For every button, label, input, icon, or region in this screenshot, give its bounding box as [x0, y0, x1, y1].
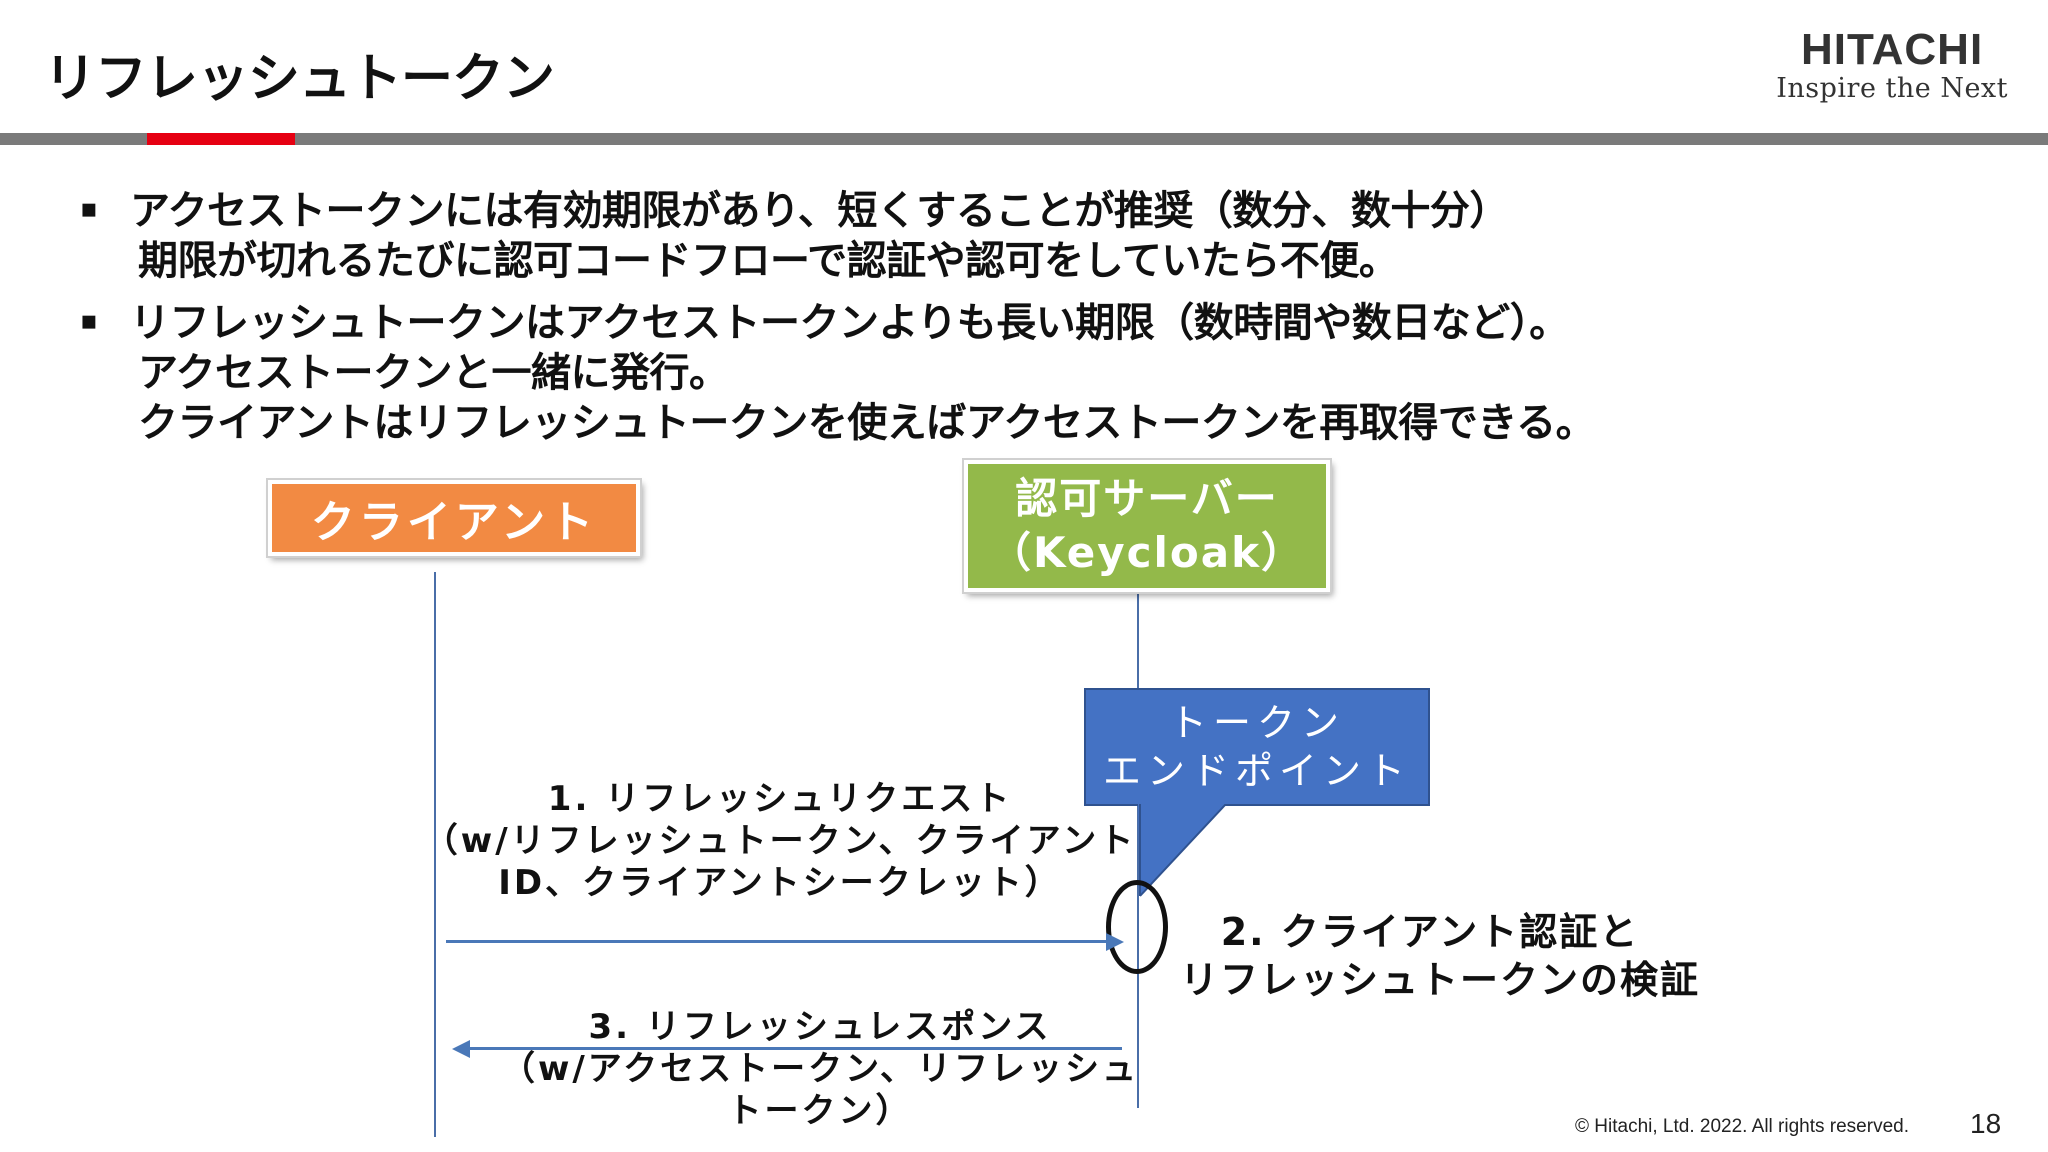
- bullet-item: ▪ アクセストークンには有効期限があり、短くすることが推奨（数分、数十分） 期限…: [80, 186, 1960, 286]
- brand-name: HITACHI: [1801, 25, 1984, 74]
- hitachi-logo: HITACHI Inspire the Next: [1776, 28, 2008, 106]
- bullet-line: リフレッシュトークンはアクセストークンよりも長い期限（数時間や数日など）。: [130, 300, 1569, 346]
- refresh-request-arrowhead: [1106, 933, 1124, 951]
- bullet-marker: ▪: [80, 306, 98, 336]
- refresh-response-arrowhead: [452, 1040, 470, 1058]
- client-lifeline: [434, 572, 436, 1137]
- refresh-response-label: 3. リフレッシュレスポンス （w/アクセストークン、リフレッシュ トークン）: [500, 1006, 1140, 1132]
- bullet-line: クライアントはリフレッシュトークンを使えばアクセストークンを再取得できる。: [138, 400, 1596, 446]
- callout-line: トークン: [1168, 701, 1345, 745]
- token-endpoint-callout: トークン エンドポイント: [1084, 688, 1430, 806]
- callout-line: エンドポイント: [1102, 749, 1411, 793]
- header-rule: [0, 133, 2048, 145]
- response-label-line: （w/アクセストークン、リフレッシュ: [500, 1049, 1140, 1089]
- request-label-line: 1. リフレッシュリクエスト: [547, 779, 1013, 819]
- refresh-request-label: 1. リフレッシュリクエスト （w/リフレッシュトークン、クライアント ID、ク…: [420, 778, 1140, 904]
- bullet-line: 期限が切れるたびに認可コードフローで認証や認可をしていたら不便。: [138, 238, 1399, 284]
- callout-pointer: [1138, 804, 1227, 897]
- refresh-request-arrow: [446, 940, 1106, 943]
- brand-tagline: Inspire the Next: [1776, 73, 2008, 104]
- bullet-marker: ▪: [80, 194, 98, 224]
- page-number: 18: [1970, 1108, 2002, 1139]
- response-label-line: 3. リフレッシュレスポンス: [588, 1007, 1052, 1047]
- verify-label-line: リフレッシュトークンの検証: [1180, 958, 1701, 1002]
- auth-server-label: 認可サーバー: [1015, 474, 1279, 523]
- header-rule-accent: [147, 133, 295, 145]
- token-endpoint-marker: [1106, 880, 1168, 974]
- copyright-notice: © Hitachi, Ltd. 2022. All rights reserve…: [1575, 1116, 1909, 1137]
- bullet-list: ▪ アクセストークンには有効期限があり、短くすることが推奨（数分、数十分） 期限…: [80, 186, 1960, 460]
- bullet-line: アクセストークンには有効期限があり、短くすることが推奨（数分、数十分）: [130, 188, 1509, 234]
- client-actor-box: クライアント: [268, 480, 640, 556]
- bullet-item: ▪ リフレッシュトークンはアクセストークンよりも長い期限（数時間や数日など）。 …: [80, 298, 1960, 448]
- request-label-line: （w/リフレッシュトークン、クライアント: [423, 821, 1137, 861]
- request-label-line: ID、クライアントシークレット）: [498, 863, 1062, 903]
- response-label-line: トークン）: [727, 1091, 913, 1131]
- auth-server-sublabel: （Keycloak）: [988, 528, 1306, 577]
- auth-server-actor-box: 認可サーバー （Keycloak）: [964, 460, 1330, 592]
- verify-label-line: 2. クライアント認証と: [1220, 910, 1640, 954]
- client-actor-label: クライアント: [310, 497, 598, 548]
- refresh-response-arrow: [470, 1047, 1122, 1050]
- slide-title: リフレッシュトークン: [44, 49, 555, 109]
- server-lifeline: [1137, 588, 1139, 1108]
- client-auth-verify-label: 2. クライアント認証と リフレッシュトークンの検証: [1180, 908, 1701, 1004]
- bullet-line: アクセストークンと一緒に発行。: [138, 350, 729, 396]
